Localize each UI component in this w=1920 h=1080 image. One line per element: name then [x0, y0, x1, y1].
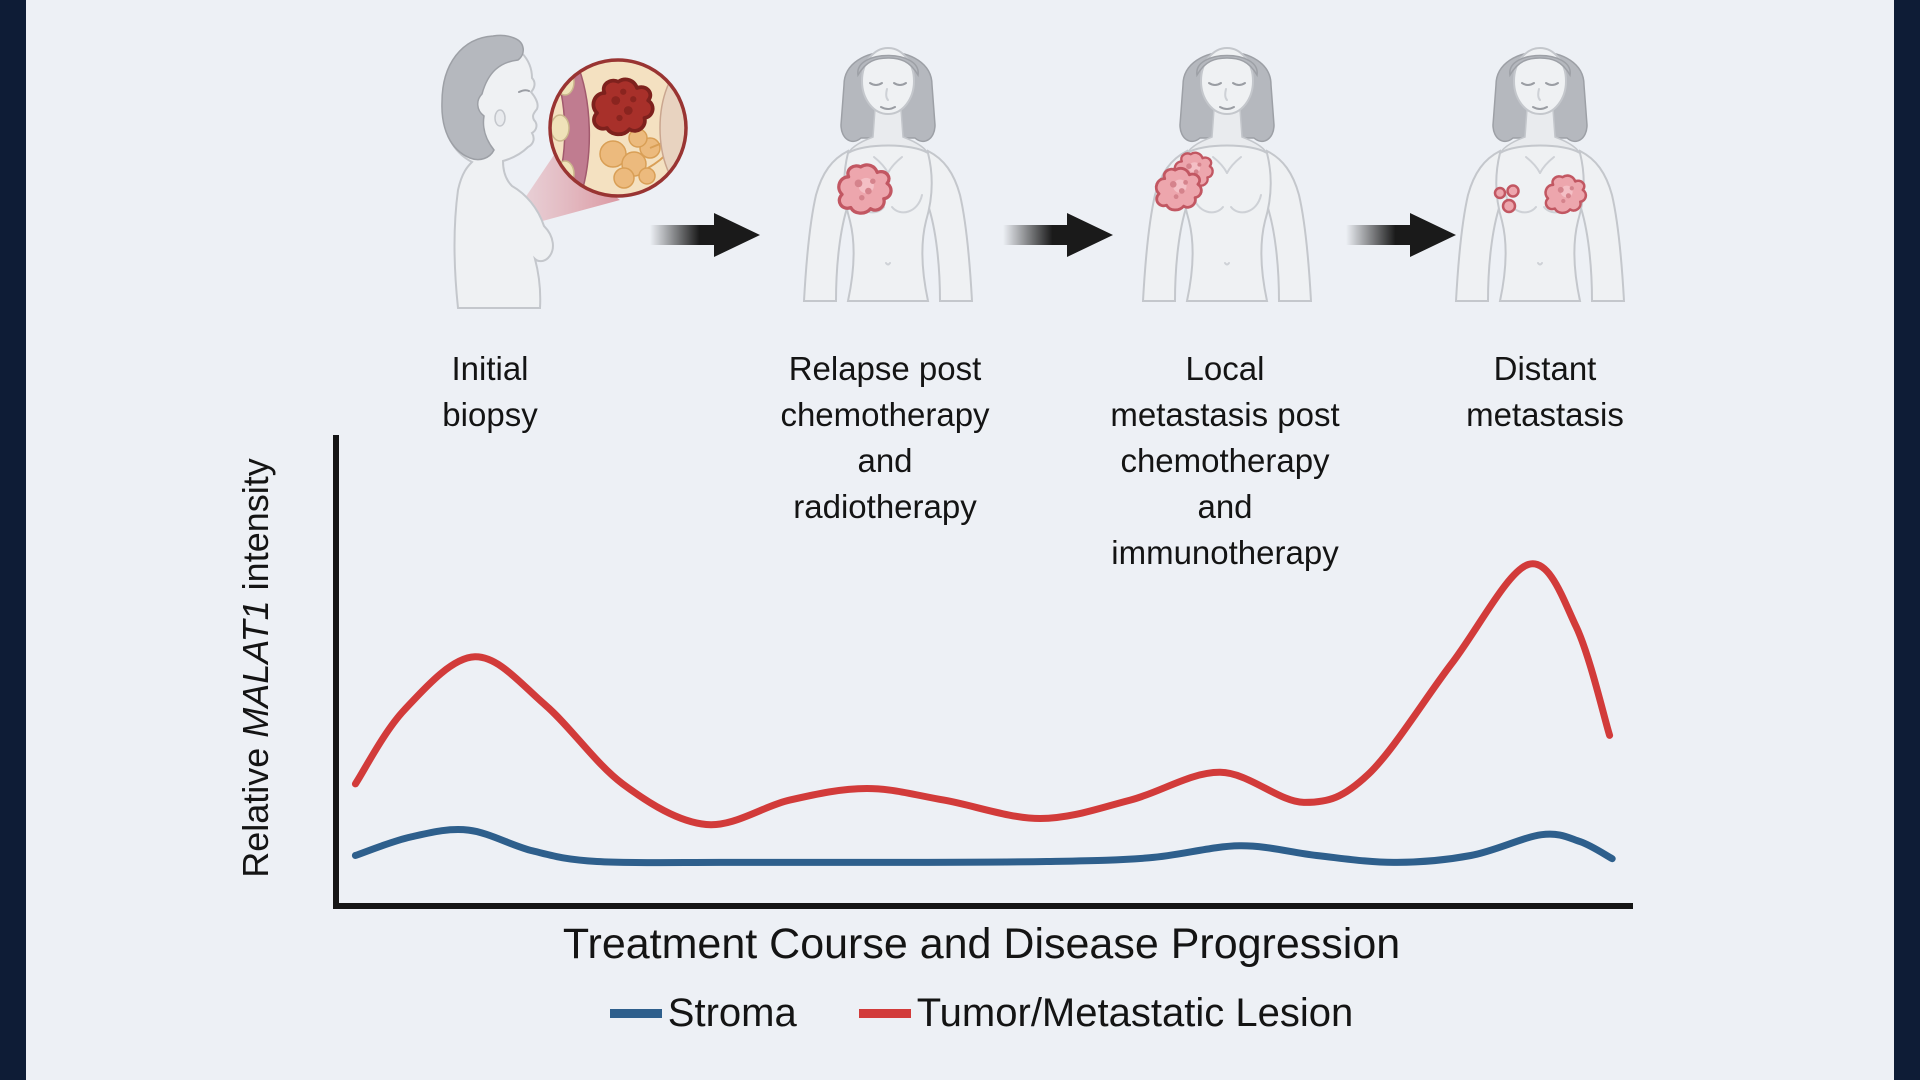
- legend-label-stroma: Stroma: [667, 990, 797, 1035]
- y-axis-label-gene: MALAT1: [235, 600, 276, 738]
- chart-axes: [333, 435, 1633, 909]
- stroma-curve: [351, 826, 1616, 867]
- legend-entry-stroma: Stroma: [609, 990, 797, 1036]
- tumor-icon: [1156, 168, 1201, 210]
- tumor-icon: [593, 79, 652, 134]
- stage-label-local-metastasis: Local metastasis post chemotherapy and i…: [1110, 350, 1340, 571]
- glandular-lobules-icon: [599, 128, 661, 189]
- y-axis-label: Relative MALAT1 intensity: [221, 418, 291, 918]
- arrow-right-icon: [650, 213, 760, 257]
- arrow-right-icon: [1346, 213, 1456, 257]
- legend-entry-tumor: Tumor/Metastatic Lesion: [858, 990, 1354, 1036]
- patient-front-illustration-local-metastasis: [1142, 47, 1312, 302]
- tumor-icon: [839, 165, 891, 213]
- patient-profile-with-biopsy-inset-illustration: [441, 34, 688, 309]
- tumor-metastatic-lesion-curve: [351, 560, 1614, 829]
- malat1-intensity-line-chart: [333, 435, 1633, 909]
- patient-front-illustration-distant-metastasis: [1455, 47, 1625, 302]
- stage-label-relapse: Relapse post chemotherapy and radiothera…: [780, 350, 990, 525]
- x-axis-label: Treatment Course and Disease Progression: [562, 920, 1401, 968]
- right-border-bar: [1894, 0, 1920, 1080]
- tumor-icon: [1546, 176, 1586, 213]
- legend-label-tumor: Tumor/Metastatic Lesion: [916, 990, 1354, 1035]
- patient-front-illustration-relapse: [803, 47, 973, 302]
- left-border-bar: [0, 0, 26, 1080]
- stroma-line-swatch-icon: [609, 1008, 662, 1018]
- y-axis-label-prefix: Relative: [235, 737, 276, 878]
- metastasis-dots-icon: [1493, 184, 1520, 214]
- y-axis-label-suffix: intensity: [235, 458, 276, 601]
- chart-legend: Stroma Tumor/Metastatic Lesion: [333, 988, 1630, 1038]
- stage-label-initial-biopsy: Initial biopsy: [442, 350, 538, 433]
- tumor-line-swatch-icon: [858, 1008, 911, 1018]
- stage-label-distant-metastasis: Distant metastasis: [1466, 350, 1624, 433]
- arrow-right-icon: [1003, 213, 1113, 257]
- patient-profile-silhouette: [441, 34, 554, 309]
